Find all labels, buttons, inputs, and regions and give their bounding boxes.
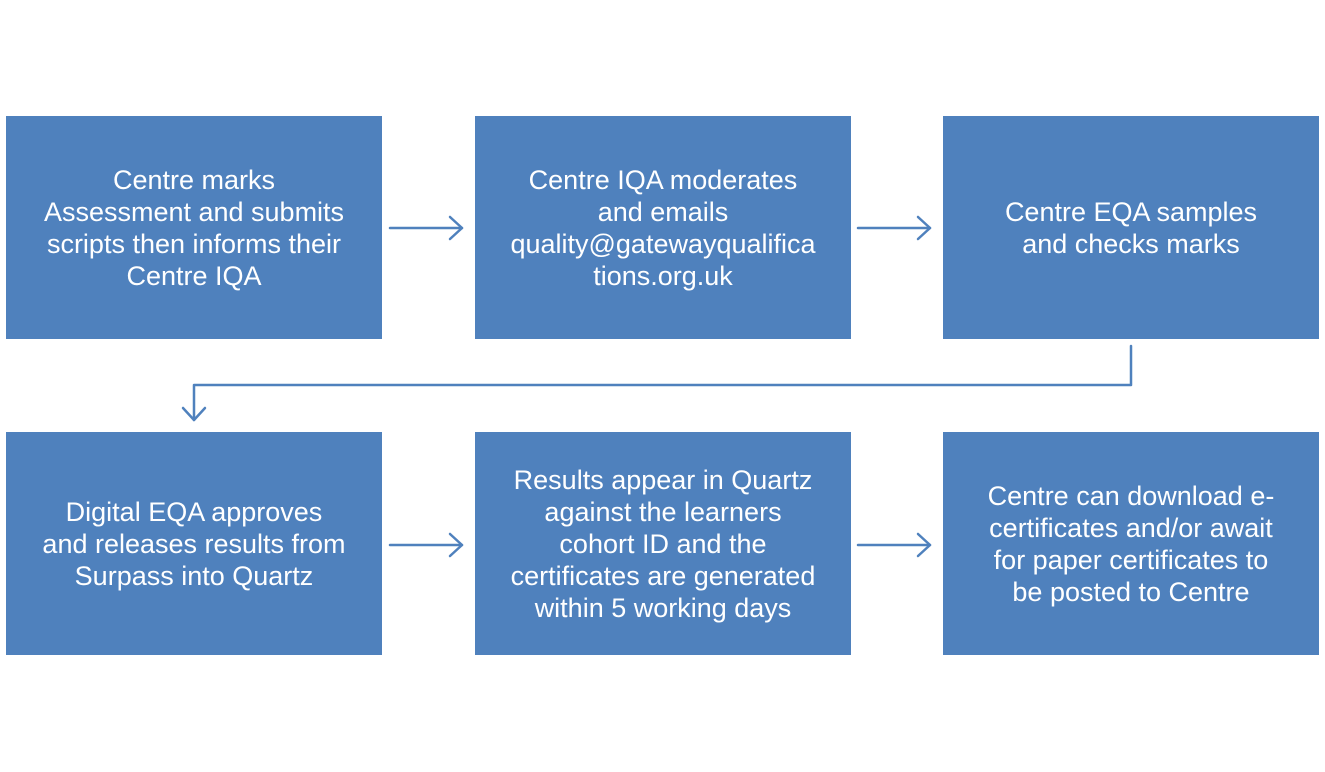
step-4-line-2: and releases results from <box>42 528 346 559</box>
step-4-line-3: Surpass into Quartz <box>74 560 314 591</box>
step-1-line-1: Centre marks <box>112 164 276 195</box>
step-5-line-1: Results appear in Quartz <box>513 464 813 495</box>
step-6-line-4: be posted to Centre <box>1012 576 1250 607</box>
step-1-text: Centre marks Assessment and submits scri… <box>44 164 344 292</box>
step-5-line-2: against the learners <box>544 496 782 527</box>
step-4-text: Digital EQA approves and releases result… <box>42 496 345 592</box>
step-4-line-1: Digital EQA approves <box>65 496 323 527</box>
step-6-text: Centre can download e- certificates and/… <box>988 480 1275 608</box>
step-2-text: Centre IQA moderates and emails quality@… <box>510 164 815 292</box>
step-3-centre-eqa-box: Centre EQA samples and checks marks <box>943 116 1319 339</box>
arrow-step5-to-step6 <box>856 532 932 558</box>
step-3-line-1: Centre EQA samples <box>1004 196 1258 227</box>
step-5-line-3: cohort ID and the <box>559 528 767 559</box>
step-1-line-3: scripts then informs their <box>46 228 342 259</box>
arrow-step4-to-step5 <box>388 532 464 558</box>
arrow-step2-to-step3 <box>856 215 932 241</box>
step-2-line-2: and emails <box>597 196 729 227</box>
step-5-line-5: within 5 working days <box>534 592 792 623</box>
arrow-step1-to-step2 <box>388 215 464 241</box>
step-1-line-4: Centre IQA <box>126 260 262 291</box>
step-4-digital-eqa-box: Digital EQA approves and releases result… <box>6 432 382 655</box>
step-6-certificates-box: Centre can download e- certificates and/… <box>943 432 1319 655</box>
step-2-line-3: quality@gatewayqualifica <box>510 228 816 259</box>
step-3-line-2: and checks marks <box>1022 228 1240 259</box>
step-2-line-4: tions.org.uk <box>593 260 733 291</box>
step-5-text: Results appear in Quartz against the lea… <box>511 464 816 624</box>
step-2-centre-iqa-box: Centre IQA moderates and emails quality@… <box>475 116 851 339</box>
arrow-step3-to-step4 <box>181 344 1133 422</box>
step-3-text: Centre EQA samples and checks marks <box>1005 196 1257 260</box>
step-6-line-1: Centre can download e- <box>987 480 1275 511</box>
step-5-line-4: certificates are generated <box>510 560 816 591</box>
step-5-results-box: Results appear in Quartz against the lea… <box>475 432 851 655</box>
step-1-centre-marks-box: Centre marks Assessment and submits scri… <box>6 116 382 339</box>
step-2-line-1: Centre IQA moderates <box>528 164 798 195</box>
step-6-line-3: for paper certificates to <box>993 544 1269 575</box>
step-1-line-2: Assessment and submits <box>43 196 345 227</box>
step-6-line-2: certificates and/or await <box>989 512 1273 543</box>
